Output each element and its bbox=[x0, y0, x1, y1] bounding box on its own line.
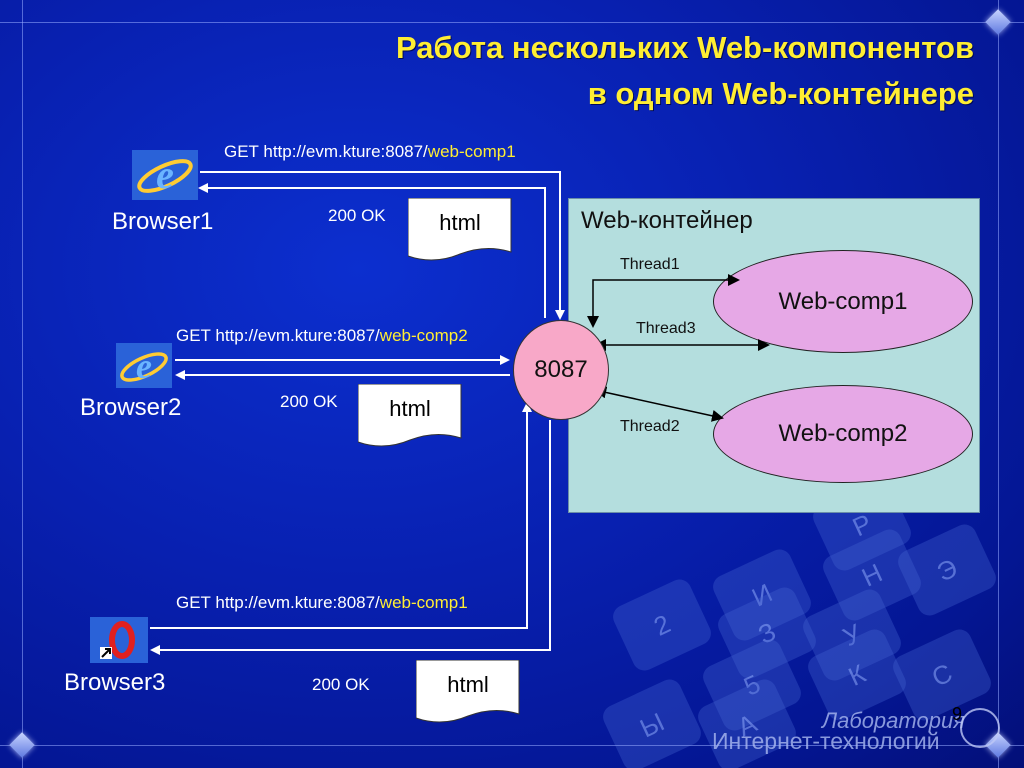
request3-url: GET http://evm.kture:8087/web-comp1 bbox=[176, 593, 468, 613]
svg-text:e: e bbox=[136, 346, 152, 386]
request3-url-base: GET http://evm.kture:8087/ bbox=[176, 593, 380, 612]
opera-icon bbox=[90, 617, 148, 663]
web-comp1-ellipse: Web-comp1 bbox=[713, 250, 973, 353]
slide-title-line2: в одном Web-контейнере bbox=[587, 76, 974, 111]
request2-url-path: web-comp2 bbox=[379, 326, 468, 345]
request1-url-base: GET http://evm.kture:8087/ bbox=[224, 142, 428, 161]
browser3-label: Browser3 bbox=[64, 669, 166, 696]
watermark-line1: Лаборатория bbox=[822, 708, 965, 733]
html-document-3: html bbox=[416, 660, 520, 728]
web-container-title: Web-контейнер bbox=[581, 207, 753, 234]
port-8087-node: 8087 bbox=[513, 320, 609, 420]
response2-status: 200 OK bbox=[280, 392, 338, 411]
html-document-1-label: html bbox=[439, 210, 481, 235]
slide-title-line1: Работа нескольких Web-компонентов bbox=[396, 30, 974, 65]
frame-line-bottom bbox=[0, 745, 1024, 746]
html-document-3-label: html bbox=[447, 672, 489, 697]
request2-url: GET http://evm.kture:8087/web-comp2 bbox=[176, 326, 468, 346]
frame-line-top bbox=[0, 22, 1024, 23]
frame-line-right bbox=[998, 0, 999, 768]
web-comp2-ellipse: Web-comp2 bbox=[713, 385, 973, 483]
frame-line-left bbox=[22, 0, 23, 768]
html-document-2: html bbox=[358, 384, 462, 452]
html-document-1: html bbox=[408, 198, 512, 266]
svg-text:e: e bbox=[156, 152, 174, 197]
browser2-label: Browser2 bbox=[80, 394, 182, 421]
request1-url-path: web-comp1 bbox=[427, 142, 516, 161]
request3-url-path: web-comp1 bbox=[379, 593, 468, 612]
response1-status: 200 OK bbox=[328, 206, 386, 225]
page-number: 9 bbox=[951, 704, 962, 724]
browser1-label: Browser1 bbox=[112, 208, 214, 235]
thread1-label: Thread1 bbox=[620, 256, 680, 273]
response3-status: 200 OK bbox=[312, 675, 370, 694]
request2-url-base: GET http://evm.kture:8087/ bbox=[176, 326, 380, 345]
request1-url: GET http://evm.kture:8087/web-comp1 bbox=[224, 142, 516, 162]
internet-explorer-icon: e bbox=[116, 343, 172, 388]
lab-logo-icon bbox=[960, 708, 1000, 748]
watermark-line2: Интернет-технологий bbox=[712, 728, 940, 754]
html-document-2-label: html bbox=[389, 396, 431, 421]
internet-explorer-icon: e bbox=[132, 150, 198, 200]
thread2-label: Thread2 bbox=[620, 418, 680, 435]
